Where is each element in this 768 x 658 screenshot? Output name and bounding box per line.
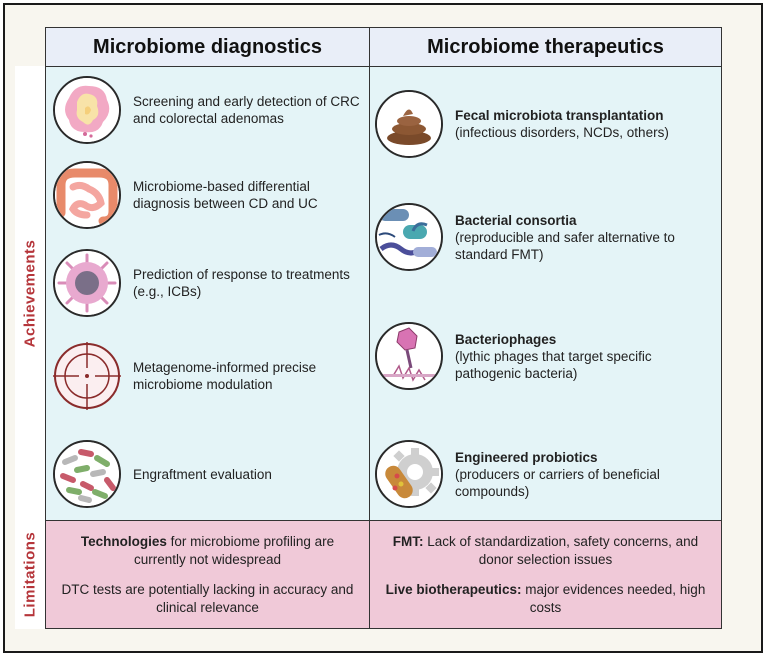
diagnostics-limitations-panel [45, 520, 370, 629]
diagnostics-item: Engraftment evaluation [53, 440, 365, 508]
therapeutics-item: Bacterial consortia (reproducible and sa… [375, 203, 715, 271]
diagnostics-item-text: Screening and early detection of CRC and… [133, 94, 360, 126]
therapeutics-item-text: Engineered probiotics (producers or carr… [455, 449, 715, 500]
diagnostics-item-text: Engraftment evaluation [133, 466, 272, 482]
therapeutics-limitations-panel [369, 520, 722, 629]
diagnostics-item: Microbiome-based differential diagnosis … [53, 161, 365, 229]
diagnostics-limitation-bold: Technologies [80, 534, 167, 549]
diagnostics-item-text: Prediction of response to treatments (e.… [133, 267, 350, 299]
therapeutics-item-text: Bacterial consortia (reproducible and sa… [455, 212, 715, 263]
therapeutics-limitation-bold: Live biotherapeutics: [385, 582, 522, 597]
limitations-label: Limitations [21, 527, 39, 622]
therapeutics-item-title: Bacterial consortia [455, 212, 577, 228]
therapeutics-item: Engineered probiotics (producers or carr… [375, 440, 715, 508]
diagnostics-item: Screening and early detection of CRC and… [53, 76, 365, 144]
therapeutics-item-title: Fecal microbiota transplantation [455, 108, 664, 123]
therapeutics-item-desc: (lythic phages that target specific path… [455, 348, 652, 381]
therapeutics-item-desc: (infectious disorders, NCDs, others) [455, 125, 669, 140]
bacteriophage-icon [375, 322, 443, 390]
therapeutics-header: Microbiome therapeutics [369, 27, 722, 67]
therapeutics-item-title: Bacteriophages [455, 331, 557, 347]
diagnostics-header: Microbiome diagnostics [45, 27, 370, 67]
diagnostics-item-text: Microbiome-based differential diagnosis … [133, 179, 318, 211]
therapeutics-limitation-text: Lack of standardization, safety concerns… [423, 534, 699, 567]
diagnostics-limitation-text: DTC tests are potentially lacking in acc… [61, 582, 354, 615]
crosshair-target-icon [53, 342, 121, 410]
engineered-bacterium-gear-icon [375, 440, 443, 508]
therapeutics-item-text: Bacteriophages (lythic phages that targe… [455, 331, 715, 382]
diagnostics-limitation: Technologies for microbiome profiling ar… [55, 533, 360, 569]
therapeutics-limitation: Live biotherapeutics: major evidences ne… [379, 581, 712, 617]
bacteria-consortium-icon [375, 203, 443, 271]
intestine-icon [53, 161, 121, 229]
colon-tissue-icon [53, 76, 121, 144]
therapeutics-limitation: FMT: Lack of standardization, safety con… [379, 533, 712, 569]
therapeutics-item-text: Fecal microbiota transplantation (infect… [455, 107, 669, 141]
diagnostics-item-text: Metagenome-informed precise microbiome m… [133, 360, 317, 392]
diagnostics-limitation-text: for microbiome profiling are currently n… [133, 534, 335, 567]
diagnostics-item: Prediction of response to treatments (e.… [53, 249, 365, 317]
therapeutics-item-desc: (producers or carriers of beneficial com… [455, 466, 660, 499]
therapeutics-limitation-text: major evidences needed, high costs [521, 582, 706, 615]
diagnostics-item: Metagenome-informed precise microbiome m… [53, 342, 365, 410]
therapeutics-item-desc: (reproducible and safer alternative to s… [455, 229, 675, 262]
diagnostics-limitation: DTC tests are potentially lacking in acc… [55, 581, 360, 617]
stool-icon [375, 90, 443, 158]
tumor-cell-icon [53, 249, 121, 317]
achievements-label-box: Achievements [15, 66, 45, 521]
achievements-label: Achievements [21, 235, 39, 352]
therapeutics-item-title: Engineered probiotics [455, 449, 598, 465]
therapeutics-item: Fecal microbiota transplantation (infect… [375, 90, 715, 158]
therapeutics-item: Bacteriophages (lythic phages that targe… [375, 322, 715, 390]
therapeutics-limitation-bold: FMT: [392, 534, 424, 549]
limitations-label-box: Limitations [15, 520, 45, 629]
bacteria-colony-icon [53, 440, 121, 508]
